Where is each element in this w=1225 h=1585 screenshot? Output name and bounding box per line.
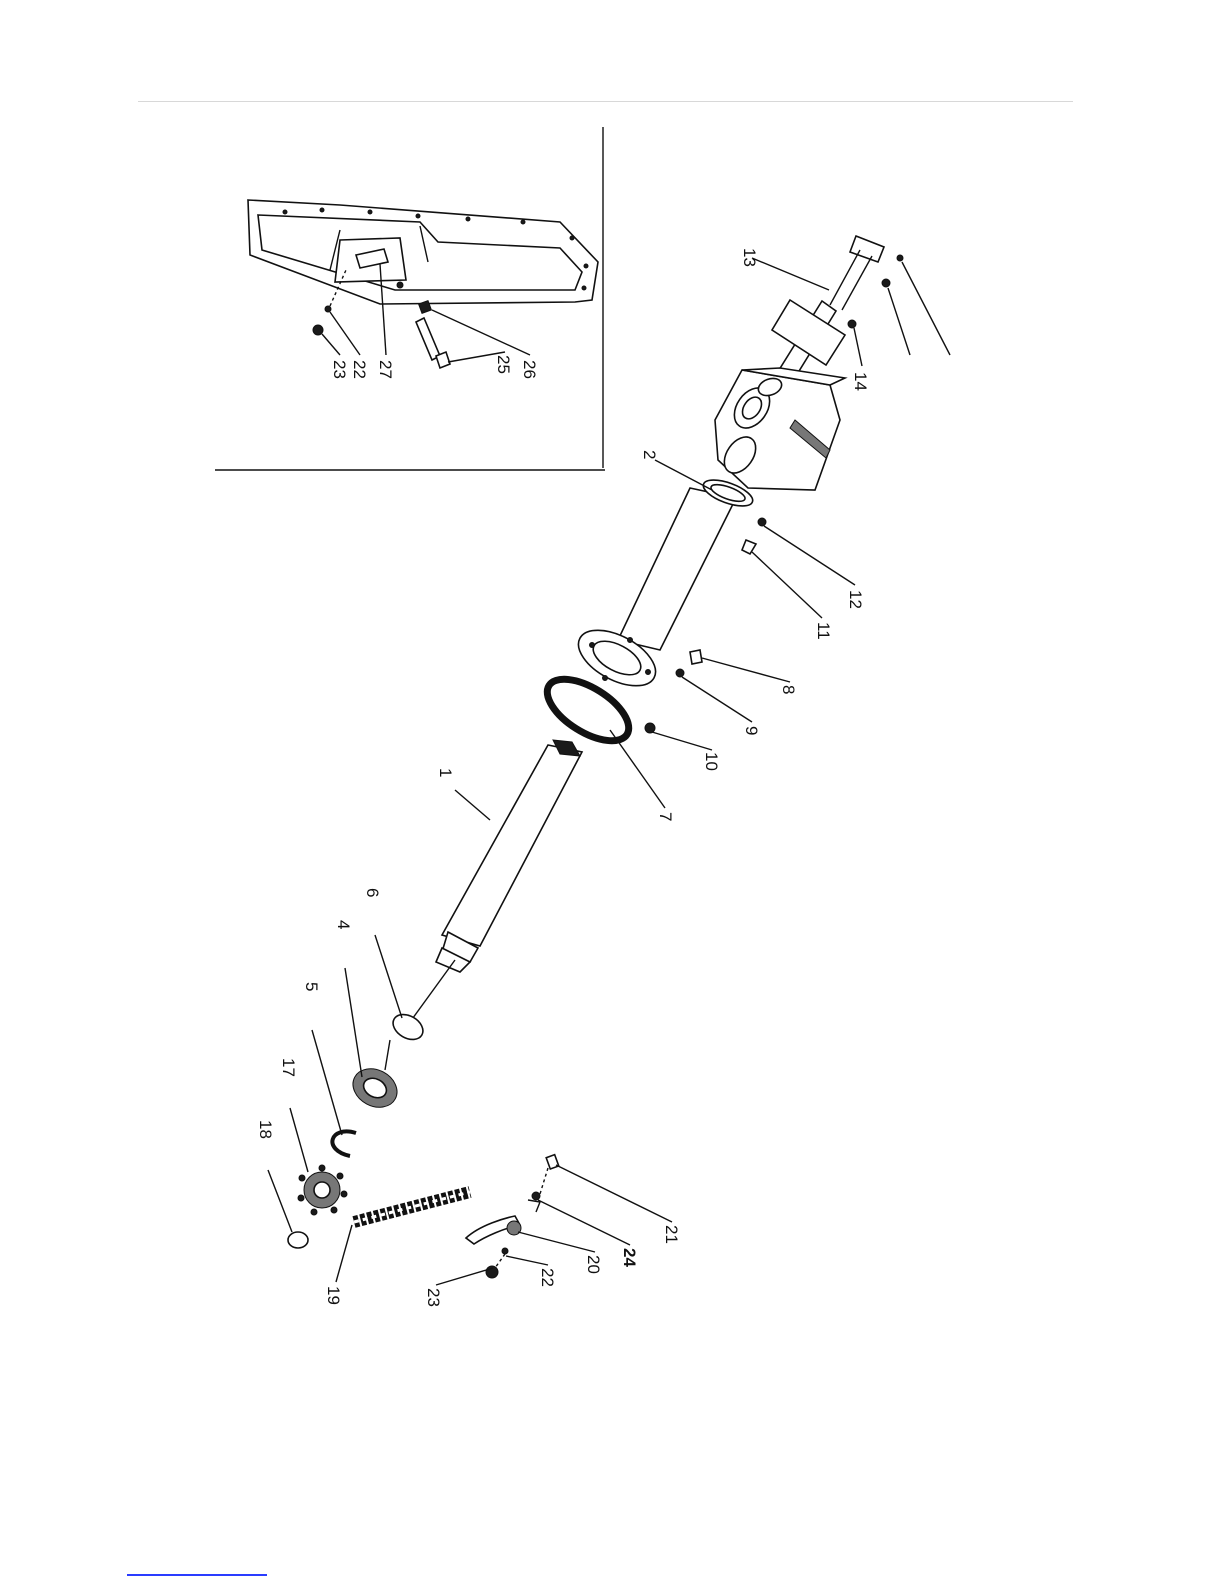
- label-21: 21: [662, 1225, 681, 1244]
- label-25: 25: [494, 355, 513, 374]
- leader-lines: [268, 258, 950, 1285]
- label-24: 24: [620, 1248, 639, 1267]
- label-1: 1: [436, 768, 455, 777]
- label-6: 6: [363, 888, 382, 897]
- chain-cover-housing: [248, 200, 598, 304]
- bearing-4: [346, 1040, 404, 1115]
- washer-22-inset: [325, 306, 331, 312]
- chain-guide-block: [335, 238, 406, 288]
- snap-ring-5: [332, 1131, 356, 1156]
- label-22-inset: 22: [350, 360, 369, 379]
- label-8: 8: [779, 685, 798, 694]
- chain-19: [354, 1192, 470, 1222]
- nut-18: [288, 1232, 308, 1248]
- label-11: 11: [814, 622, 833, 640]
- label-23-main: 23: [424, 1288, 443, 1307]
- nut-23-inset: [313, 325, 323, 335]
- label-19: 19: [324, 1286, 343, 1305]
- tube-2: [618, 475, 756, 650]
- label-13: 13: [740, 248, 759, 267]
- seal-6: [389, 1009, 428, 1044]
- bolt-25: [416, 318, 440, 360]
- label-14: 14: [851, 372, 870, 391]
- label-26: 26: [520, 360, 539, 379]
- label-9: 9: [742, 726, 761, 735]
- label-18: 18: [256, 1120, 275, 1139]
- label-27: 27: [376, 360, 395, 379]
- tensioner-arm-20: [466, 1216, 521, 1244]
- label-22-main: 22: [538, 1268, 557, 1287]
- label-20: 20: [584, 1255, 603, 1274]
- sprocket-17: [298, 1165, 347, 1215]
- label-23-inset: 23: [330, 360, 349, 379]
- gearbox: [715, 368, 845, 490]
- label-17: 17: [279, 1058, 298, 1077]
- label-5: 5: [302, 982, 321, 991]
- label-2: 2: [640, 450, 659, 459]
- shaft-1: [410, 740, 582, 1022]
- label-12: 12: [846, 590, 865, 609]
- label-10: 10: [702, 752, 721, 771]
- label-7: 7: [656, 812, 675, 821]
- label-4: 4: [334, 920, 353, 929]
